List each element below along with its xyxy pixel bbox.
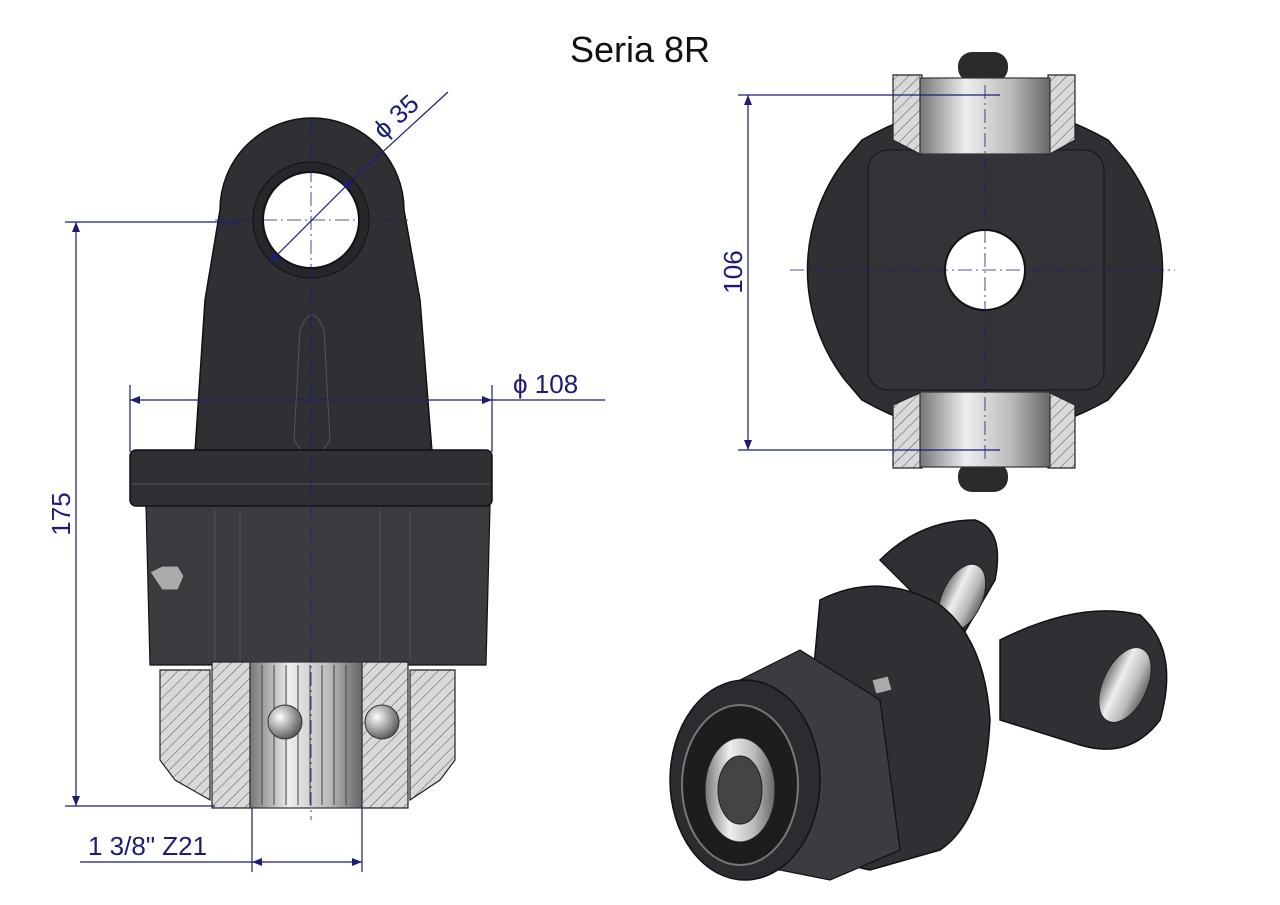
grease-nipple-icon bbox=[149, 565, 185, 591]
front-view bbox=[129, 117, 493, 820]
locking-ball bbox=[267, 704, 303, 740]
dim-height: 175 bbox=[46, 492, 76, 535]
dim-flange-diameter: ϕ 108 bbox=[513, 369, 578, 399]
top-view bbox=[790, 52, 1175, 492]
grease-nipple-icon bbox=[871, 675, 893, 695]
dim-eye-diameter: ϕ 35 bbox=[367, 88, 425, 144]
dim-top-width: 106 bbox=[718, 250, 748, 293]
drawing-title: Seria 8R bbox=[570, 29, 710, 70]
dim-spline: 1 3/8" Z21 bbox=[88, 831, 207, 861]
isometric-view bbox=[669, 519, 1168, 881]
housing bbox=[145, 505, 491, 666]
yoke-body bbox=[194, 117, 433, 453]
locking-ball bbox=[364, 704, 400, 740]
spline-bore bbox=[249, 661, 363, 809]
